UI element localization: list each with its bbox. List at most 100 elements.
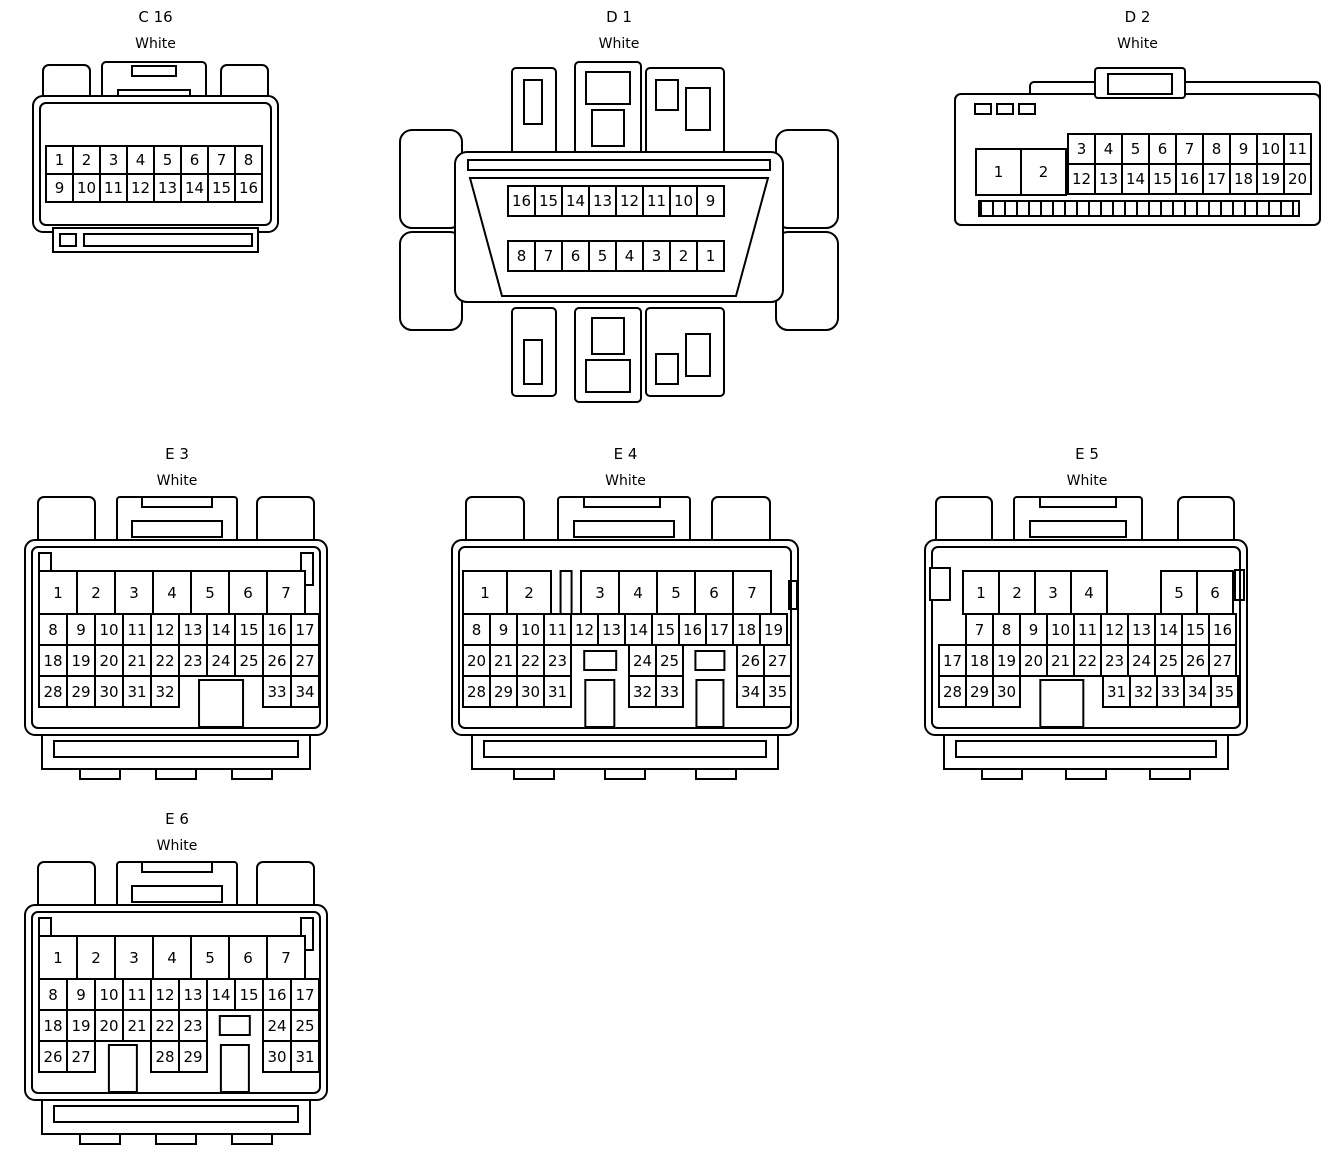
pin-12: 12: [1067, 163, 1096, 195]
pin-11: 11: [1283, 133, 1312, 165]
pin-13: 13: [1094, 163, 1123, 195]
pin-25: 25: [234, 644, 264, 677]
pin-13: 13: [178, 613, 208, 646]
pin-gap: [552, 570, 580, 615]
pin-2: 2: [669, 240, 698, 272]
pin-22: 22: [150, 1009, 180, 1042]
pin-15: 15: [651, 613, 680, 646]
pin-34: 34: [290, 675, 320, 708]
pin-23: 23: [178, 644, 208, 677]
pin-gap: [684, 644, 736, 677]
pin-5: 5: [190, 570, 230, 615]
pin-21: 21: [489, 644, 518, 677]
pin-13: 13: [153, 173, 182, 203]
pin-gap: [96, 1040, 150, 1094]
pin-12: 12: [615, 185, 644, 217]
pin-15: 15: [534, 185, 563, 217]
pin-22: 22: [150, 644, 180, 677]
pin-1: 1: [962, 570, 1000, 615]
pin-6: 6: [694, 570, 734, 615]
connector-color-label: White: [598, 36, 640, 52]
pin-7: 7: [266, 570, 306, 615]
pin-22: 22: [516, 644, 545, 677]
pin-14: 14: [1154, 613, 1183, 646]
pin-2: 2: [76, 570, 116, 615]
pin-29: 29: [66, 675, 96, 708]
pin-34: 34: [1183, 675, 1212, 708]
pin-24: 24: [262, 1009, 292, 1042]
pin-15: 15: [207, 173, 236, 203]
pin-27: 27: [66, 1040, 96, 1073]
pin-11: 11: [122, 613, 152, 646]
connector-comb-strip: [978, 200, 1300, 217]
pin-15: 15: [1148, 163, 1177, 195]
pin-10: 10: [1256, 133, 1285, 165]
pin-28: 28: [938, 675, 967, 708]
pin-gap: [1108, 570, 1160, 615]
pin-gap: [572, 675, 628, 729]
pin-8: 8: [992, 613, 1021, 646]
connector-title: C 16: [138, 8, 173, 26]
pin-27: 27: [763, 644, 792, 677]
pin-25: 25: [290, 1009, 320, 1042]
pin-31: 31: [1102, 675, 1131, 708]
pin-15: 15: [234, 978, 264, 1011]
pin-33: 33: [1156, 675, 1185, 708]
pin-5: 5: [1160, 570, 1198, 615]
pin-14: 14: [206, 978, 236, 1011]
pin-9: 9: [489, 613, 518, 646]
pin-32: 32: [150, 675, 180, 708]
pin-gap: [180, 675, 262, 729]
pin-gap: [684, 675, 736, 729]
housing-latch-notch: [107, 1043, 139, 1094]
housing-latch-notch: [694, 649, 726, 672]
pin-3: 3: [114, 935, 154, 980]
pin-2: 2: [998, 570, 1036, 615]
pin-6: 6: [1148, 133, 1177, 165]
pin-5: 5: [153, 145, 182, 175]
pin-3: 3: [1067, 133, 1096, 165]
pin-25: 25: [655, 644, 684, 677]
pin-3: 3: [642, 240, 671, 272]
pin-26: 26: [262, 644, 292, 677]
pin-16: 16: [1208, 613, 1237, 646]
pin-32: 32: [628, 675, 657, 708]
pin-19: 19: [759, 613, 788, 646]
pin-6: 6: [228, 570, 268, 615]
connector-title: E 5: [1075, 445, 1099, 463]
pin-19: 19: [1256, 163, 1285, 195]
housing-latch-notch: [559, 570, 573, 615]
pin-23: 23: [543, 644, 572, 677]
pin-33: 33: [262, 675, 292, 708]
pin-5: 5: [1121, 133, 1150, 165]
pin-4: 4: [1094, 133, 1123, 165]
pin-11: 11: [99, 173, 128, 203]
housing-latch-notch: [198, 678, 244, 729]
pin-18: 18: [965, 644, 994, 677]
pin-11: 11: [1073, 613, 1102, 646]
pin-16: 16: [507, 185, 536, 217]
pin-25: 25: [1154, 644, 1183, 677]
pin-34: 34: [736, 675, 765, 708]
